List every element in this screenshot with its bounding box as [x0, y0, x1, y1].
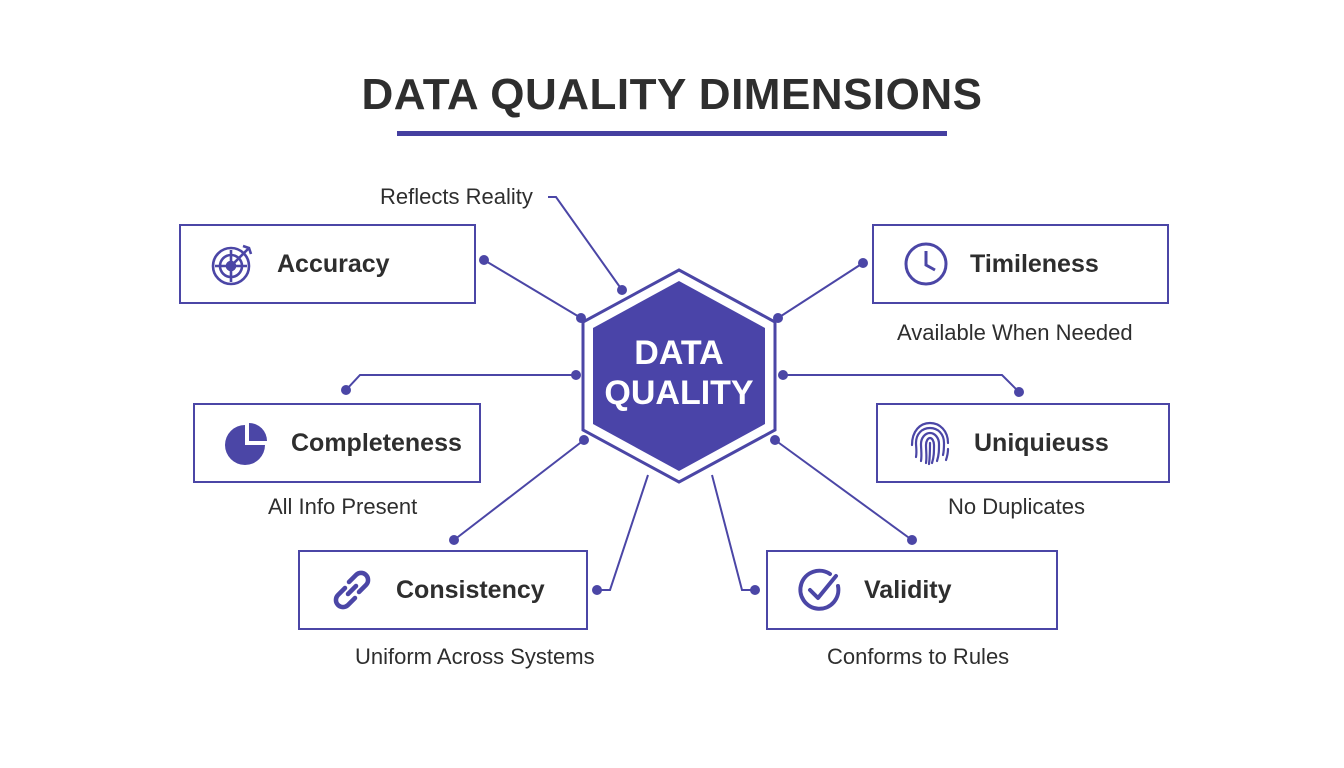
connector-validity-a: [774, 439, 913, 541]
timeliness-label: Timileness: [970, 249, 1099, 278]
connector-completeness: [345, 374, 576, 391]
pie-chart-icon: [221, 417, 273, 469]
consistency-caption: Uniform Across Systems: [355, 644, 595, 669]
connector-consistency-a: [453, 439, 585, 541]
connector-timeliness: [777, 262, 864, 319]
node-consistency: Consistency: [298, 550, 588, 630]
accuracy-label: Accuracy: [277, 249, 390, 278]
node-completeness: Completeness: [193, 403, 481, 483]
link-icon: [326, 564, 378, 616]
title-underline: [397, 131, 947, 136]
checkmark-circle-icon: [794, 564, 846, 616]
hub-label-line2: QUALITY: [604, 374, 754, 412]
target-icon: [207, 238, 259, 290]
diagram-title: DATA QUALITY DIMENSIONS: [361, 70, 983, 119]
fingerprint-icon: [904, 417, 956, 469]
connector-consistency-b: [597, 474, 649, 591]
timeliness-caption: Available When Needed: [897, 320, 1133, 345]
hub-label: DATA QUALITY: [579, 333, 779, 413]
node-timeliness: Timileness: [872, 224, 1169, 304]
completeness-label: Completeness: [291, 428, 462, 457]
connector-accuracy-caption: [548, 196, 623, 291]
connector-validity-b: [711, 474, 755, 591]
uniqueness-label: Uniquieuss: [974, 428, 1109, 457]
accuracy-caption: Reflects Reality: [380, 184, 533, 209]
uniqueness-caption: No Duplicates: [948, 494, 1085, 519]
consistency-label: Consistency: [396, 575, 545, 604]
validity-label: Validity: [864, 575, 952, 604]
completeness-caption: All Info Present: [268, 494, 418, 519]
node-validity: Validity: [766, 550, 1058, 630]
node-uniqueness: Uniquieuss: [876, 403, 1170, 483]
connector-uniqueness: [783, 374, 1020, 393]
connector-accuracy: [483, 259, 582, 319]
validity-caption: Conforms to Rules: [827, 644, 1010, 669]
clock-icon: [900, 238, 952, 290]
node-accuracy: Accuracy: [179, 224, 476, 304]
hub-hexagon: [593, 281, 765, 471]
hub-label-line1: DATA: [634, 334, 724, 372]
